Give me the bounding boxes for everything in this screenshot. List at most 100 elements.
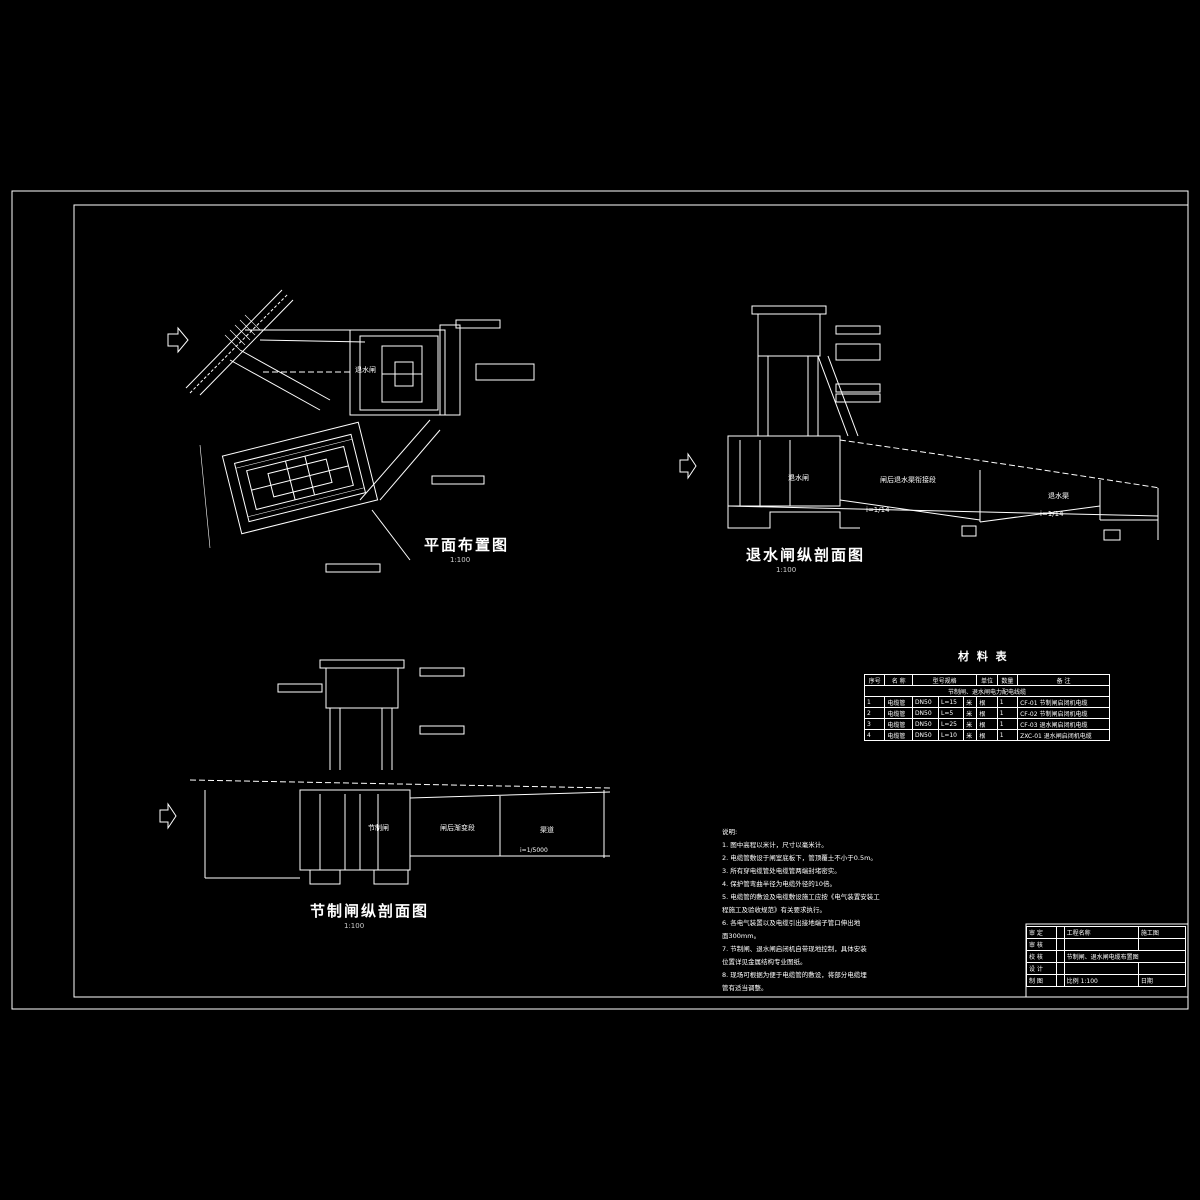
cell: 1 [996,729,1019,741]
cell [1055,962,1065,975]
note-line: 8. 现场可根据为便于电缆管的敷设，将部分电缆埋 [722,971,867,979]
title-block-row: 审 核 [1026,938,1187,951]
cell [1055,938,1065,951]
spillway-section-drawing [679,305,1161,541]
cell: 施工图 [1137,926,1187,939]
notes-heading: 说明: [722,828,738,836]
cell: 1 [996,718,1019,730]
note-line: 3. 所有穿电缆管处电缆管两端封堵密实。 [722,867,841,875]
table-row: 2 电缆管 DN50 L=5 米 根 1 CF-02 节制闸启闭机电缆 [863,707,1110,719]
cell: 节制闸、退水闸电缆布置图 [1063,950,1187,963]
cell: DN50 [911,707,939,719]
cell: 米 [963,718,978,730]
material-table: 序号 名 称 型号规格 单位 数量 备 注 节制闸、退水闸电力配电线缆 1 电缆… [863,674,1110,741]
cell [1137,962,1187,975]
spillway-slope-1: i=1/14 [866,506,890,514]
notes-block: 说明: 1. 图中高程以米计，尺寸以毫米计。 2. 电缆管敷设于闸室底板下，管顶… [722,826,912,995]
check-label-channel: 渠道 [540,825,554,834]
cell: L=15 [937,696,965,708]
cell: L=25 [937,718,965,730]
outer-frame [11,190,1189,1010]
header-qty: 数量 [996,674,1019,686]
cell: 校 核 [1026,950,1057,963]
cell: 审 核 [1026,938,1057,951]
cell: 3 [863,718,886,730]
cell: ZXC-01 退水闸启闭机电缆 [1017,729,1110,741]
note-line: 6. 各电气装置以及电缆引出接地端子管口伸出地 [722,919,861,927]
plan-side-label: 退水闸 [355,365,376,374]
cell: 根 [976,718,998,730]
inner-frame [73,204,1189,998]
spillway-label-gate: 退水闸 [788,473,809,482]
cell: 1 [863,696,886,708]
title-block-row: 审 定 工程名称 施工图 [1026,926,1187,939]
plan-view-drawing [167,289,535,573]
material-group-row: 节制闸、退水闸电力配电线缆 [864,685,1110,697]
spillway-section-scale: 1:100 [776,566,797,574]
cell: 电缆管 [884,707,913,719]
cell: L=10 [937,729,965,741]
title-block: 审 定 工程名称 施工图 审 核 校 核 节制闸、退水闸电缆布置图 设 计 制 … [1026,926,1187,987]
cell: DN50 [911,718,939,730]
cell: 比例 1:100 [1063,974,1139,987]
note-line: 2. 电缆管敷设于闸室底板下，管顶覆土不小于0.5m。 [722,854,877,862]
spillway-section-title: 退水闸纵剖面图 [746,546,866,564]
title-block-row: 制 图 比例 1:100 日期 [1026,974,1187,987]
table-row: 4 电缆管 DN50 L=10 米 根 1 ZXC-01 退水闸启闭机电缆 [863,729,1110,741]
title-block-frame [1025,923,1189,998]
cell: 电缆管 [884,718,913,730]
cell: CF-03 退水闸启闭机电缆 [1017,718,1110,730]
cell: CF-02 节制闸启闭机电缆 [1017,707,1110,719]
check-label-transition: 闸后渐变段 [440,823,475,832]
cell [1063,962,1139,975]
title-block-row: 校 核 节制闸、退水闸电缆布置图 [1026,950,1187,963]
note-line: 管有适当调整。 [722,984,768,992]
note-line: 7. 节制闸、退水闸启闭机自带现地控制，具体安装 [722,945,867,953]
header-index: 序号 [863,674,886,686]
group-label: 节制闸、退水闸电力配电线缆 [864,685,1110,697]
cell: 4 [863,729,886,741]
cell: 1 [996,707,1019,719]
cell [1055,926,1065,939]
note-line: 面300mm。 [722,932,761,940]
cell: DN50 [911,729,939,741]
table-row: 1 电缆管 DN50 L=15 米 根 1 CF-01 节制闸启闭机电缆 [863,696,1110,708]
header-unit: 单位 [976,674,998,686]
cell: 米 [963,696,978,708]
note-line: 4. 保护管弯曲半径为电缆外径的10倍。 [722,880,837,888]
spillway-label-channel: 退水渠 [1048,491,1069,500]
cell: 制 图 [1026,974,1057,987]
flow-arrow-spillway [679,452,697,480]
check-gate-section-drawing [159,659,611,885]
cell [1055,950,1065,963]
cell [1055,974,1065,987]
cell: 根 [976,696,998,708]
cell: 日期 [1137,974,1187,987]
cell: 米 [963,729,978,741]
material-table-title: 材 料 表 [958,650,1009,663]
cell: 工程名称 [1063,926,1139,939]
material-table-header: 序号 名 称 型号规格 单位 数量 备 注 [863,674,1110,686]
flow-arrow-check [159,802,177,830]
title-block-row: 设 计 [1026,962,1187,975]
cell: CF-01 节制闸启闭机电缆 [1017,696,1110,708]
note-line: 5. 电缆管的敷设及电缆敷设施工应按《电气装置安装工 [722,893,880,901]
cell: DN50 [911,696,939,708]
cell: 1 [996,696,1019,708]
note-line: 位置详见金属结构专业图纸。 [722,958,807,966]
note-line: 程施工及验收规范》有关要求执行。 [722,906,826,914]
check-label-gate: 节制闸 [368,823,389,832]
cell: 审 定 [1026,926,1057,939]
check-slope: i=1/5000 [520,847,548,854]
check-gate-section-scale: 1:100 [344,922,365,930]
header-spec: 型号规格 [911,674,978,686]
cell [1063,938,1139,951]
cell: 根 [976,729,998,741]
cell: 电缆管 [884,696,913,708]
cell: L=5 [937,707,965,719]
header-name: 名 称 [884,674,913,686]
cell: 设 计 [1026,962,1057,975]
plan-view-title: 平面布置图 [424,536,510,554]
check-gate-section-title: 节制闸纵剖面图 [310,902,430,920]
note-line: 1. 图中高程以米计，尺寸以毫米计。 [722,841,828,849]
